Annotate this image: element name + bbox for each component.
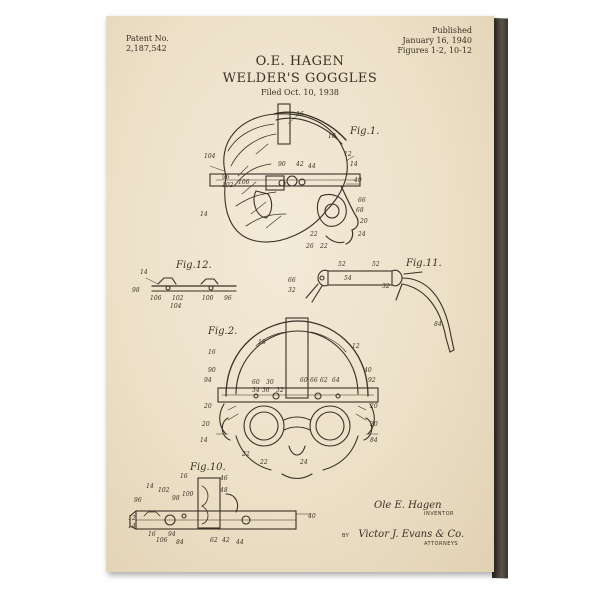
svg-text:44: 44 [235,539,244,546]
fig1-label: Fig.1. [350,126,379,137]
svg-text:54: 54 [344,275,352,282]
svg-text:32: 32 [288,287,296,294]
svg-text:46: 46 [219,475,228,482]
svg-text:94: 94 [168,531,176,538]
svg-text:106: 106 [156,537,168,544]
svg-text:44: 44 [307,163,316,170]
svg-text:18: 18 [258,339,266,346]
svg-text:14: 14 [200,211,208,218]
svg-text:100: 100 [202,295,214,302]
svg-text:52: 52 [338,261,346,268]
svg-text:48: 48 [219,487,228,494]
svg-text:90: 90 [278,161,286,168]
svg-text:96: 96 [134,497,142,504]
svg-text:26: 26 [305,243,314,250]
svg-text:66: 66 [288,277,296,284]
fig1-drawing [210,104,360,244]
reference-numerals: 16 18 104 12 14 40 96 102 106 90 42 44 6… [128,111,442,546]
inventor-signature: Ole E. Hagen [374,500,454,511]
svg-text:40: 40 [353,177,362,184]
fig12-drawing [146,278,236,291]
svg-text:94: 94 [204,377,212,384]
attorney-signature: Victor J. Evans & Co. [358,529,464,540]
fig11-label: Fig.11. [406,258,442,269]
svg-text:20: 20 [203,403,212,410]
svg-text:62: 62 [320,377,328,384]
svg-text:68: 68 [356,207,364,214]
svg-text:106: 106 [150,295,162,302]
svg-text:66: 66 [310,377,318,384]
svg-text:22: 22 [241,451,250,458]
canvas-side-edge [492,18,508,579]
svg-text:96: 96 [224,295,232,302]
patent-drawings: 16 18 104 12 14 40 96 102 106 90 42 44 6… [106,16,494,572]
svg-text:84: 84 [176,539,184,546]
fig2-label: Fig.2. [208,326,237,337]
svg-text:24: 24 [357,231,366,238]
svg-text:22: 22 [259,459,268,466]
attorney-caption: ATTORNEYS [424,541,464,547]
patent-print-canvas: Patent No. 2,187,542 Published January 1… [106,16,494,572]
svg-text:22: 22 [319,243,328,250]
svg-text:60: 60 [300,377,308,384]
svg-text:14: 14 [140,269,148,276]
svg-text:106: 106 [238,179,250,186]
svg-text:42: 42 [295,161,304,168]
svg-text:52: 52 [372,261,380,268]
svg-text:34: 34 [252,387,260,394]
svg-text:62: 62 [210,537,218,544]
svg-text:16: 16 [208,349,216,356]
svg-text:12: 12 [352,343,360,350]
svg-text:40: 40 [363,367,372,374]
svg-text:14: 14 [146,483,154,490]
fig10-drawing [130,478,311,529]
svg-text:42: 42 [221,537,230,544]
svg-text:32: 32 [276,387,284,394]
svg-text:20: 20 [359,218,368,225]
fig12-label: Fig.12. [176,260,212,271]
svg-text:32: 32 [382,283,390,290]
svg-text:16: 16 [180,473,188,480]
svg-text:12: 12 [128,515,136,522]
svg-text:104: 104 [204,153,216,160]
svg-text:30: 30 [266,379,274,386]
svg-text:14: 14 [350,161,358,168]
svg-text:84: 84 [434,321,442,328]
by-label: BY [342,533,349,539]
svg-text:12: 12 [344,151,352,158]
svg-text:96: 96 [222,174,230,181]
svg-text:18: 18 [328,133,336,140]
svg-text:36: 36 [262,387,270,394]
svg-text:98: 98 [172,495,180,502]
svg-text:102: 102 [172,295,184,302]
svg-text:16: 16 [148,531,156,538]
svg-text:92: 92 [368,377,376,384]
svg-text:64: 64 [332,377,340,384]
inventor-caption: INVENTOR [424,511,454,517]
inventor-signature-block: Ole E. Hagen INVENTOR [374,500,454,517]
svg-text:100: 100 [182,491,194,498]
svg-text:20: 20 [201,421,210,428]
svg-text:14: 14 [128,523,136,530]
svg-text:16: 16 [296,111,304,118]
svg-text:84: 84 [370,437,378,444]
svg-text:66: 66 [358,197,366,204]
attorney-signature-block: BY Victor J. Evans & Co. ATTORNEYS [342,522,464,547]
svg-text:60: 60 [252,379,260,386]
svg-text:102: 102 [158,487,170,494]
svg-text:90: 90 [208,367,216,374]
svg-text:20: 20 [369,403,378,410]
svg-text:14: 14 [200,437,208,444]
svg-text:104: 104 [170,303,182,310]
svg-text:20: 20 [369,421,378,428]
svg-text:22: 22 [309,231,318,238]
svg-text:24: 24 [299,459,308,466]
svg-text:40: 40 [307,513,316,520]
svg-text:102: 102 [222,182,234,189]
svg-text:98: 98 [132,287,140,294]
fig10-label: Fig.10. [190,462,226,473]
